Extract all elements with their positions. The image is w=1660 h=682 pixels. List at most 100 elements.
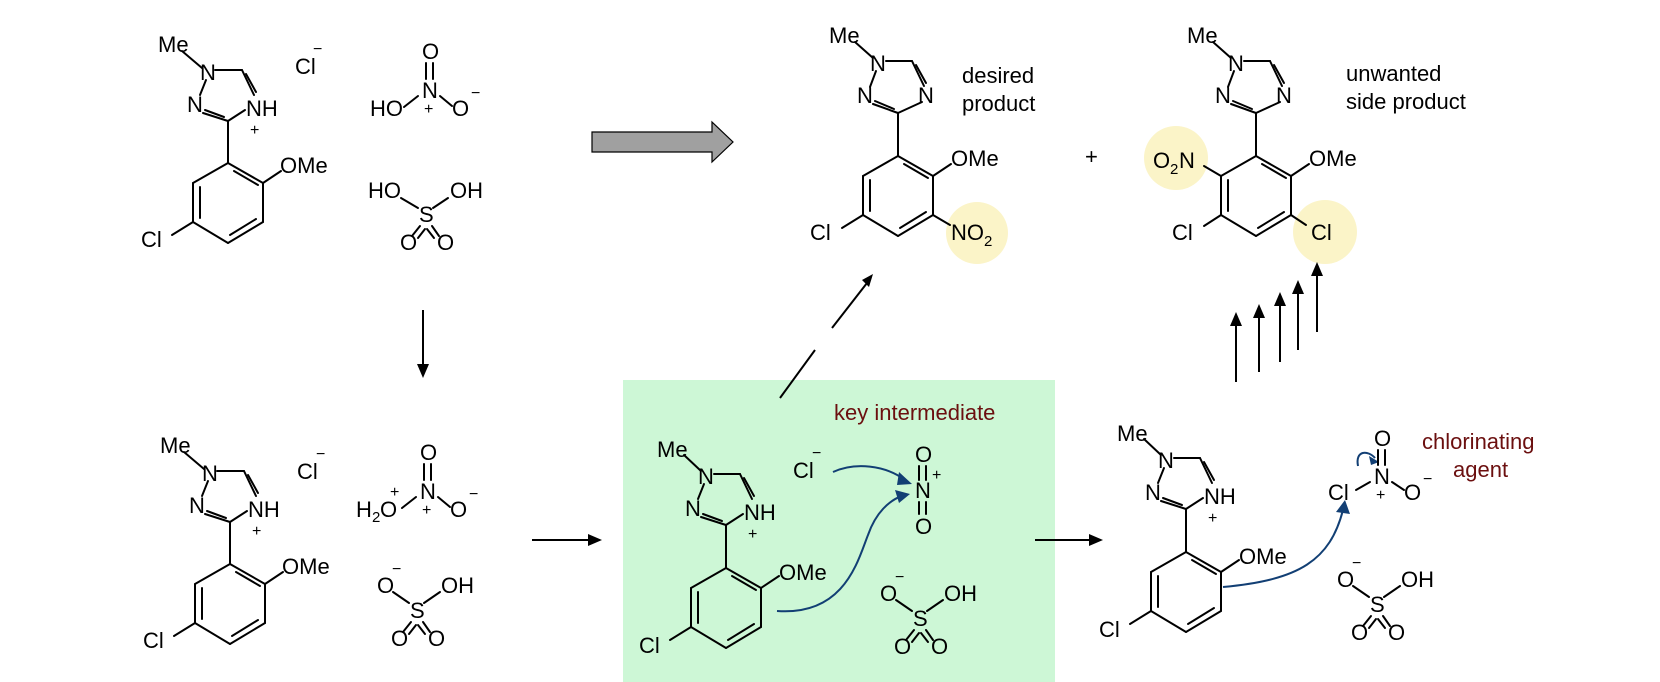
no2-label: NO [951, 220, 984, 245]
n-label: N [1228, 51, 1244, 76]
n-label: N [187, 92, 203, 117]
side-product-molecule: Me N N N OMe O 2 N Cl Cl [1153, 23, 1357, 245]
cl-label: Cl [1099, 617, 1120, 642]
o-label: O [1388, 620, 1405, 645]
n-label: N [857, 83, 873, 108]
key-intermediate-box [623, 380, 1055, 682]
nh-label: NH [744, 500, 776, 525]
diagonal-arrow-upper [831, 282, 868, 329]
ome-label: OMe [951, 146, 999, 171]
hydrogensulfate-1: O − OH S O O [377, 561, 474, 651]
multiple-up-arrows [1230, 262, 1323, 382]
me-label: Me [158, 32, 189, 57]
minus-charge: − [469, 486, 478, 503]
chlorination-substrate: Me N N NH + OMe Cl [1099, 421, 1287, 642]
s-label: S [913, 606, 928, 631]
mechanism-arrows [776, 451, 1379, 613]
unwanted-label-line2: side product [1346, 89, 1466, 114]
n-label: N [1145, 480, 1161, 505]
protonated-mixture-triazolium: Me N N NH + OMe Cl Cl − [143, 433, 330, 653]
chloride-label: Cl [297, 459, 318, 484]
minus-charge: − [316, 446, 325, 463]
o-label: O [880, 581, 897, 606]
o2n-o-label: O [1153, 148, 1170, 173]
o-label: O [420, 440, 437, 465]
oh-label: OH [1401, 567, 1434, 592]
starting-triazolium: Me N N NH + OMe Cl Cl − [141, 32, 328, 252]
cl-label: Cl [1328, 480, 1349, 505]
s-label: S [410, 598, 425, 623]
ome-label: OMe [280, 153, 328, 178]
hydrogensulfate-3: O − OH S O O [1337, 555, 1434, 645]
h2o-h-label: H [356, 497, 372, 522]
chlorinating-label-line1: chlorinating [1422, 429, 1535, 454]
cl-label: Cl [1172, 220, 1193, 245]
me-label: Me [1187, 23, 1218, 48]
nitronium-ion: O N + O [915, 442, 941, 539]
diagonal-arrow-lower [779, 349, 816, 399]
o-label: O [400, 230, 417, 255]
o-label: O [437, 230, 454, 255]
cl-label: Cl [143, 628, 164, 653]
o-label: O [422, 39, 439, 64]
hydrogensulfate-2: O − OH S O O [880, 569, 977, 659]
nitric-acid: O N HO O + − [370, 39, 480, 121]
nh-label: NH [248, 497, 280, 522]
chloride-label: Cl [793, 458, 814, 483]
ome-label: OMe [1309, 146, 1357, 171]
o-label: O [450, 497, 467, 522]
n-label: N [200, 60, 216, 85]
nh-label: NH [246, 96, 278, 121]
n-label: N [202, 461, 218, 486]
o2n-highlight [1144, 126, 1208, 190]
cl-label: Cl [639, 633, 660, 658]
o-label: O [1374, 426, 1391, 451]
n-label: N [698, 464, 714, 489]
cl-label: Cl [810, 220, 831, 245]
key-intermediate-label: key intermediate [834, 400, 995, 425]
o-label: O [377, 573, 394, 598]
o-label: O [894, 634, 911, 659]
subscript-2: 2 [372, 509, 380, 526]
n-label: N [189, 493, 205, 518]
oh-label: OH [441, 573, 474, 598]
key-intermediate-triazolium: Me N N NH + OMe Cl Cl − [639, 437, 827, 658]
oh-label: OH [450, 178, 483, 203]
me-label: Me [657, 437, 688, 462]
n-label: N [1374, 464, 1390, 489]
unwanted-label-line1: unwanted [1346, 61, 1441, 86]
n-label: N [422, 78, 438, 103]
right-arrow-2-head [1089, 534, 1103, 546]
nh-label: NH [1204, 484, 1236, 509]
o-label: O [915, 442, 932, 467]
n-label: N [870, 51, 886, 76]
me-label: Me [1117, 421, 1148, 446]
ho-label: HO [370, 96, 403, 121]
chlorinating-label-line2: agent [1453, 457, 1508, 482]
ome-label: OMe [282, 554, 330, 579]
me-label: Me [829, 23, 860, 48]
plus-charge: + [748, 526, 757, 543]
o-label: O [452, 96, 469, 121]
plus-charge: + [422, 502, 431, 519]
oh-label: OH [944, 581, 977, 606]
desired-product-molecule: Me N N N OMe Cl NO 2 [810, 23, 999, 250]
minus-charge: − [812, 445, 821, 462]
desired-label-line1: desired [962, 63, 1034, 88]
plus-charge: + [1208, 510, 1217, 527]
n-label: N [1276, 83, 1292, 108]
ome-label: OMe [1239, 544, 1287, 569]
cl-label: Cl [141, 227, 162, 252]
s-label: S [419, 202, 434, 227]
n-label: N [1215, 83, 1231, 108]
h2o-o-label: O [380, 497, 397, 522]
subscript-2: 2 [984, 233, 992, 250]
ome-label: OMe [779, 560, 827, 585]
plus-charge: + [252, 523, 261, 540]
diagonal-arrow-head [862, 274, 873, 287]
o-label: O [1404, 480, 1421, 505]
plus-charge: + [250, 122, 259, 139]
nitryl-chloride: O N Cl + O − [1328, 426, 1432, 505]
o-label: O [931, 634, 948, 659]
